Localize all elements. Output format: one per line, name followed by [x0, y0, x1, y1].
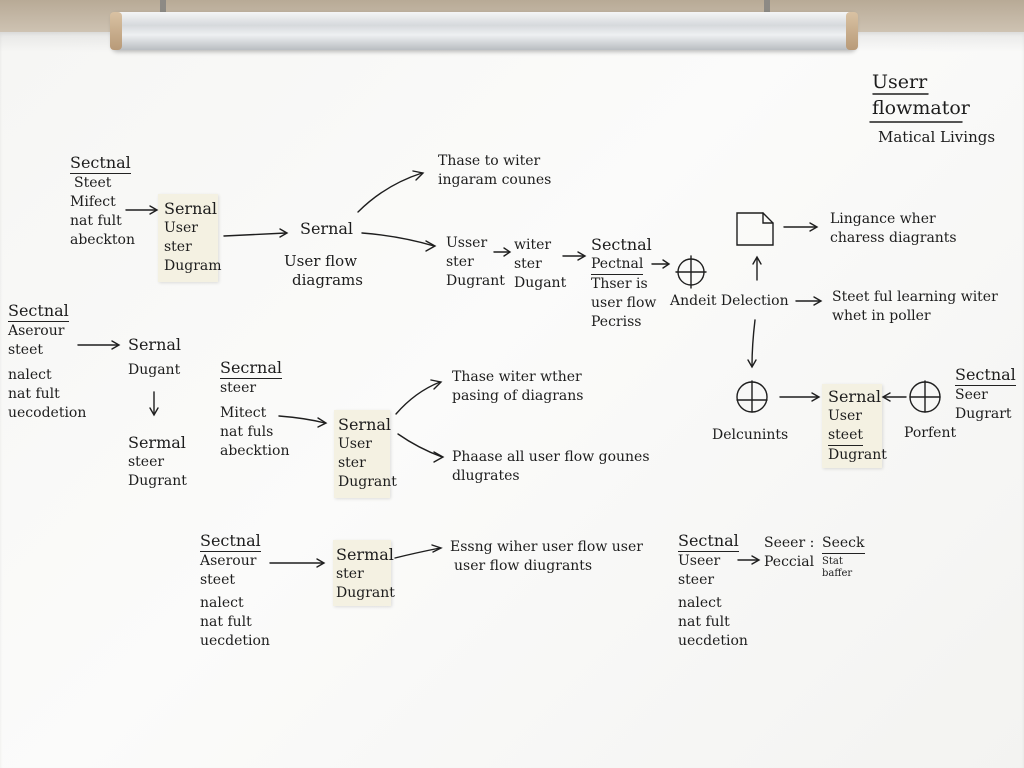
note-block: Seeer :Peccial — [764, 535, 815, 570]
sticky-note — [158, 194, 218, 282]
sticky-note — [334, 410, 390, 498]
note-block: Delcunints — [712, 427, 789, 443]
board-subtitle: Matical Livings — [878, 128, 996, 146]
note-block: Sernal — [300, 219, 354, 238]
note-block: Andeit Delection — [670, 293, 789, 309]
roller-bracket — [764, 0, 770, 14]
paper-roller — [110, 12, 858, 50]
board-title-line2: flowmator — [872, 97, 970, 119]
board-title-line1: Userr — [872, 71, 928, 93]
sticky-note — [333, 540, 391, 606]
roller-cap-right — [846, 12, 858, 50]
sticky-note — [822, 384, 882, 468]
roller-cap-left — [110, 12, 122, 50]
roller-bracket — [160, 0, 166, 14]
note-block: Porfent — [904, 425, 957, 441]
